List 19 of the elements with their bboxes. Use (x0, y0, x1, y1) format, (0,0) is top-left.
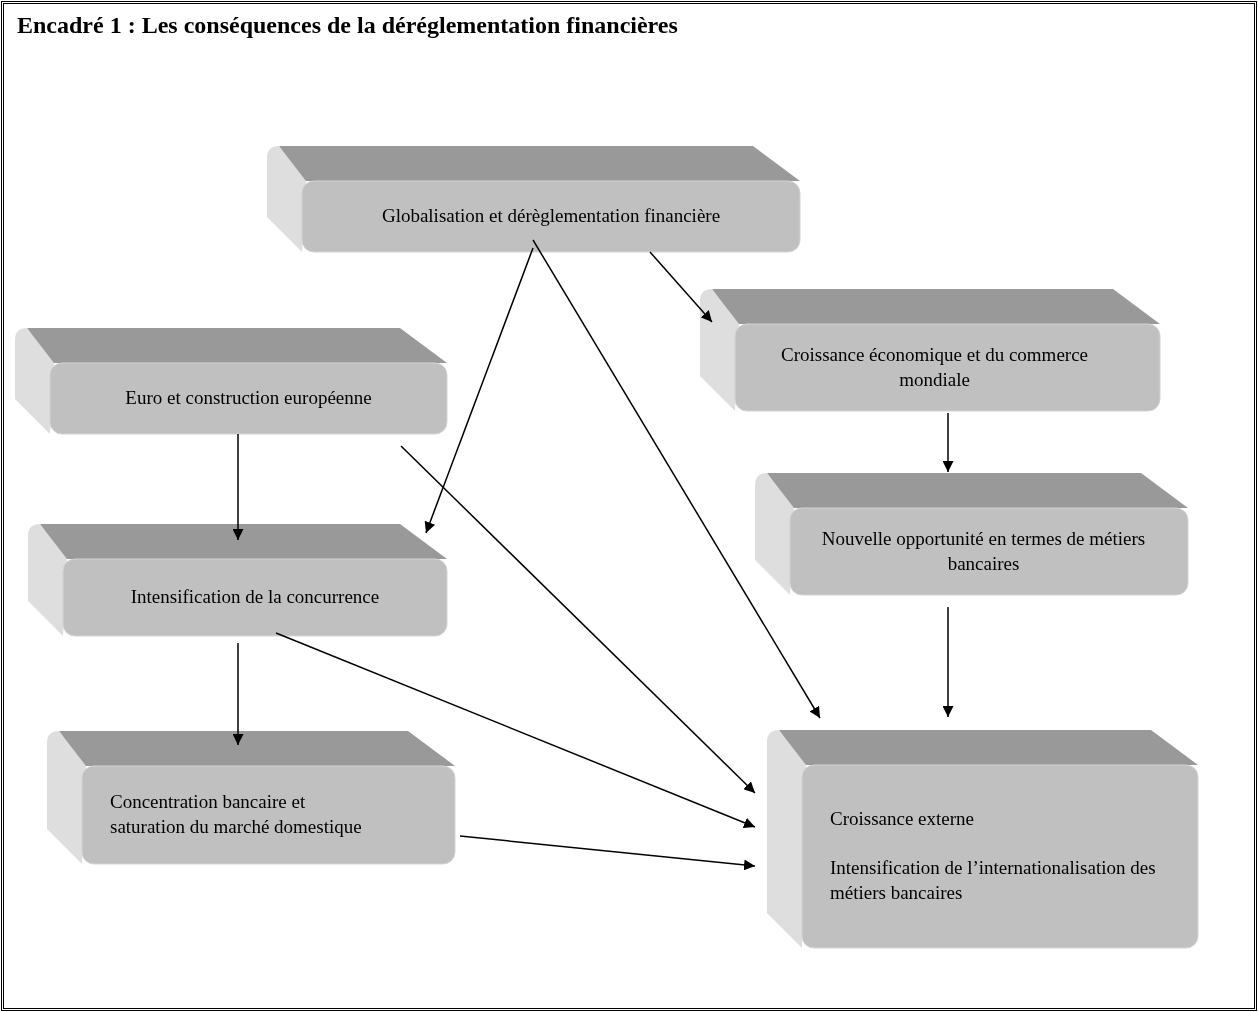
box-text: Croissance externe (830, 807, 975, 832)
box-text: Euro et construction européenne (125, 386, 372, 411)
box-text: Globalisation et dérèglementation financière (381, 204, 721, 229)
arrow (275, 632, 756, 828)
arrow (400, 445, 756, 794)
arrow (459, 835, 756, 871)
box-text: Intensification de la concurrence (130, 585, 380, 610)
arrow (532, 239, 821, 719)
box-text: Nouvelle opportunité en termes de métiers bancaires (820, 526, 1147, 576)
arrow (232, 642, 244, 746)
arrow (232, 433, 244, 541)
arrow (942, 606, 954, 718)
arrow (424, 247, 534, 534)
box-text: Intensification de l’internationalisation des métiers bancaires (830, 856, 1157, 905)
arrow (649, 251, 713, 323)
title: Encadré 1 : Les conséquences de la déréglementation financières (17, 12, 678, 39)
box-text: Croissance économique et du commerce mondiale (779, 342, 1090, 392)
box-text: Concentration bancaire et saturation du marché domestique (110, 790, 363, 839)
arrow (942, 412, 954, 473)
